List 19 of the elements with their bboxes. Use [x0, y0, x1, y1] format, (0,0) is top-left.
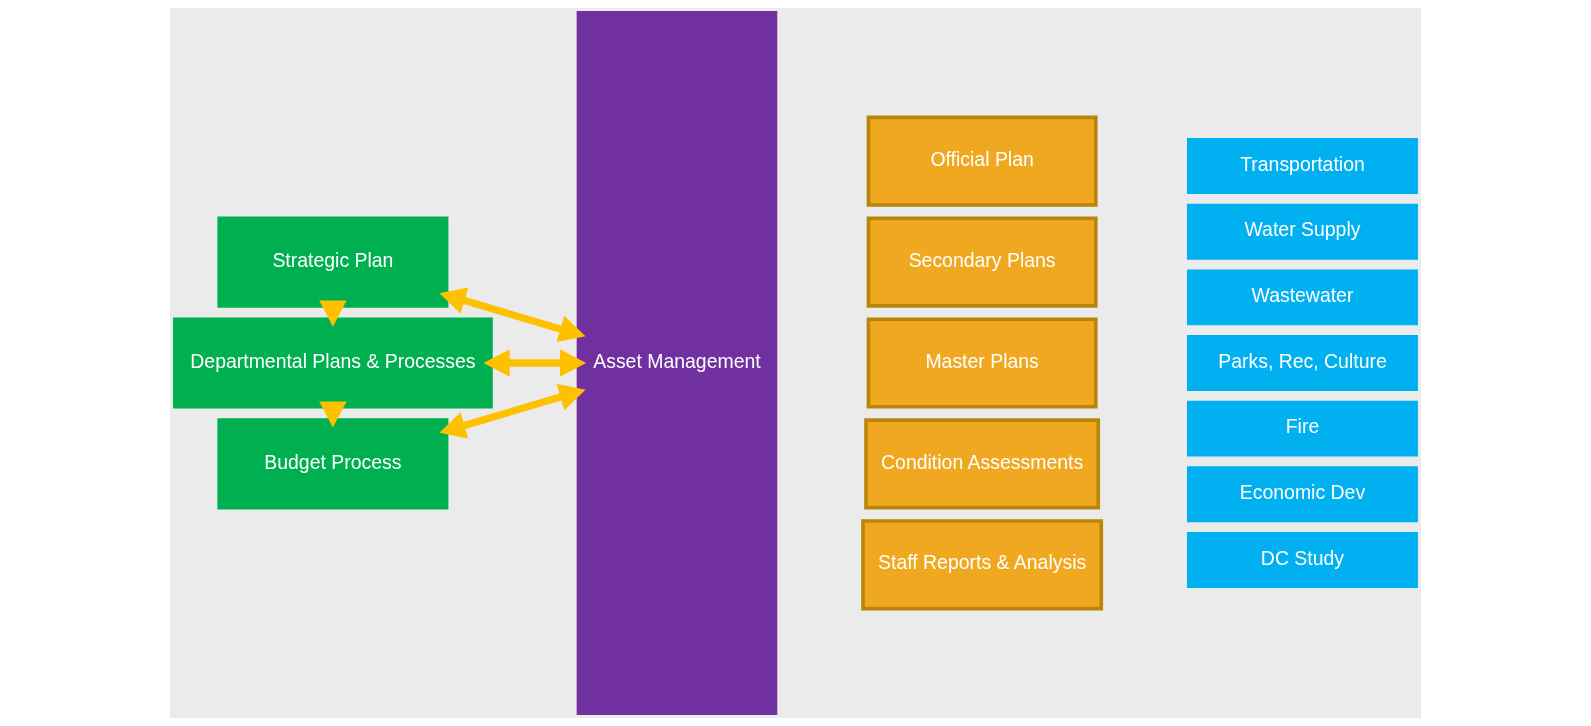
node-box: Budget Process: [217, 418, 449, 510]
node-box: Staff Reports & Analysis: [861, 519, 1104, 611]
node-box: Asset Management: [576, 11, 778, 715]
arrow: [483, 349, 587, 377]
arrow: [319, 401, 347, 428]
node-box: Fire: [1186, 400, 1418, 457]
arrow: [319, 300, 347, 327]
arrow: [439, 287, 586, 343]
node-box: Wastewater: [1186, 269, 1418, 326]
arrow: [439, 383, 586, 439]
node-box: DC Study: [1186, 532, 1418, 588]
node-box: Condition Assessments: [864, 418, 1101, 510]
node-box: Official Plan: [866, 115, 1098, 207]
node-box: Master Plans: [866, 317, 1098, 409]
node-box: Water Supply: [1186, 203, 1418, 260]
node-box: Transportation: [1186, 138, 1418, 194]
node-box: Secondary Plans: [866, 216, 1098, 308]
node-box: Economic Dev: [1186, 466, 1418, 523]
node-box: Parks, Rec, Culture: [1186, 335, 1418, 391]
